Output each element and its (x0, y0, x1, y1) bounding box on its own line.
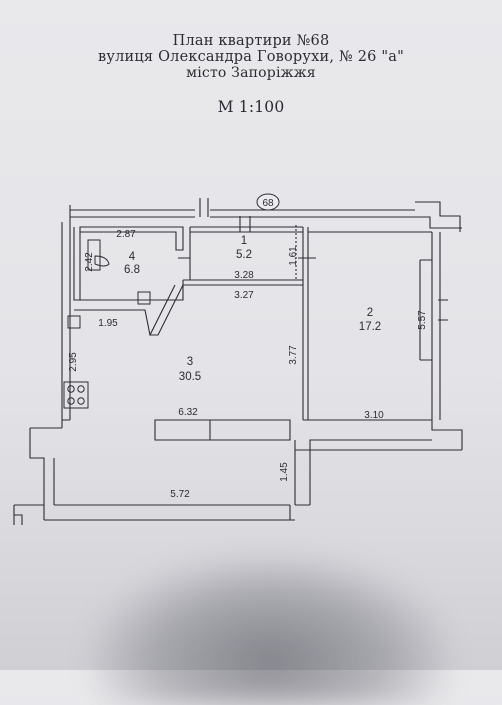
dim-3-27: 3.27 (234, 290, 254, 301)
dim-1-95: 1.95 (98, 318, 118, 329)
dim-1-61: 1.61 (288, 246, 299, 266)
apartment-tag: 68 (256, 193, 280, 211)
dim-5-57: 5.57 (417, 310, 428, 330)
toilet-icon (94, 255, 110, 267)
sink-icon (137, 291, 151, 305)
plan-city: місто Запоріжжя (186, 65, 316, 81)
stove-icon (63, 381, 89, 409)
plan-address: вулиця Олександра Говорухи, № 26 "а" (98, 49, 404, 65)
dim-3-10: 3.10 (364, 410, 384, 421)
room-1-area: 5.2 (236, 249, 252, 261)
room-1-number: 1 (241, 235, 247, 247)
plan-walls (13, 198, 463, 525)
dimension-labels: 2.87 2.42 1.95 2.95 3.28 3.27 1.61 3.77 … (68, 229, 428, 500)
dim-3-77: 3.77 (288, 345, 299, 365)
dim-3-28: 3.28 (234, 270, 254, 281)
room-2-number: 2 (367, 307, 373, 319)
dim-2-87: 2.87 (116, 229, 136, 240)
plan-scale: М 1:100 (217, 98, 285, 116)
room-2-area: 17.2 (359, 321, 381, 333)
dim-2-95: 2.95 (68, 352, 79, 372)
floor-plan: 68 1 5.2 2 17.2 3 30.5 4 6.8 2.87 2.42 1… (13, 193, 463, 525)
dim-2-42: 2.42 (84, 252, 95, 272)
dim-1-45: 1.45 (279, 462, 290, 482)
room-4-area: 6.8 (124, 264, 140, 276)
dim-5-72: 5.72 (170, 489, 190, 500)
dim-6-32: 6.32 (178, 407, 198, 418)
cabinet-icon (67, 315, 81, 329)
room-3-number: 3 (187, 356, 193, 368)
plan-fixtures (63, 239, 151, 409)
plan-title: План квартири №68 (172, 33, 330, 49)
room-4-number: 4 (129, 251, 136, 263)
phone-shadow (90, 555, 450, 705)
room-labels: 1 5.2 2 17.2 3 30.5 4 6.8 (124, 235, 381, 383)
bathtub-icon (87, 239, 101, 271)
room-3-area: 30.5 (179, 371, 201, 383)
apartment-tag-text: 68 (262, 198, 274, 209)
